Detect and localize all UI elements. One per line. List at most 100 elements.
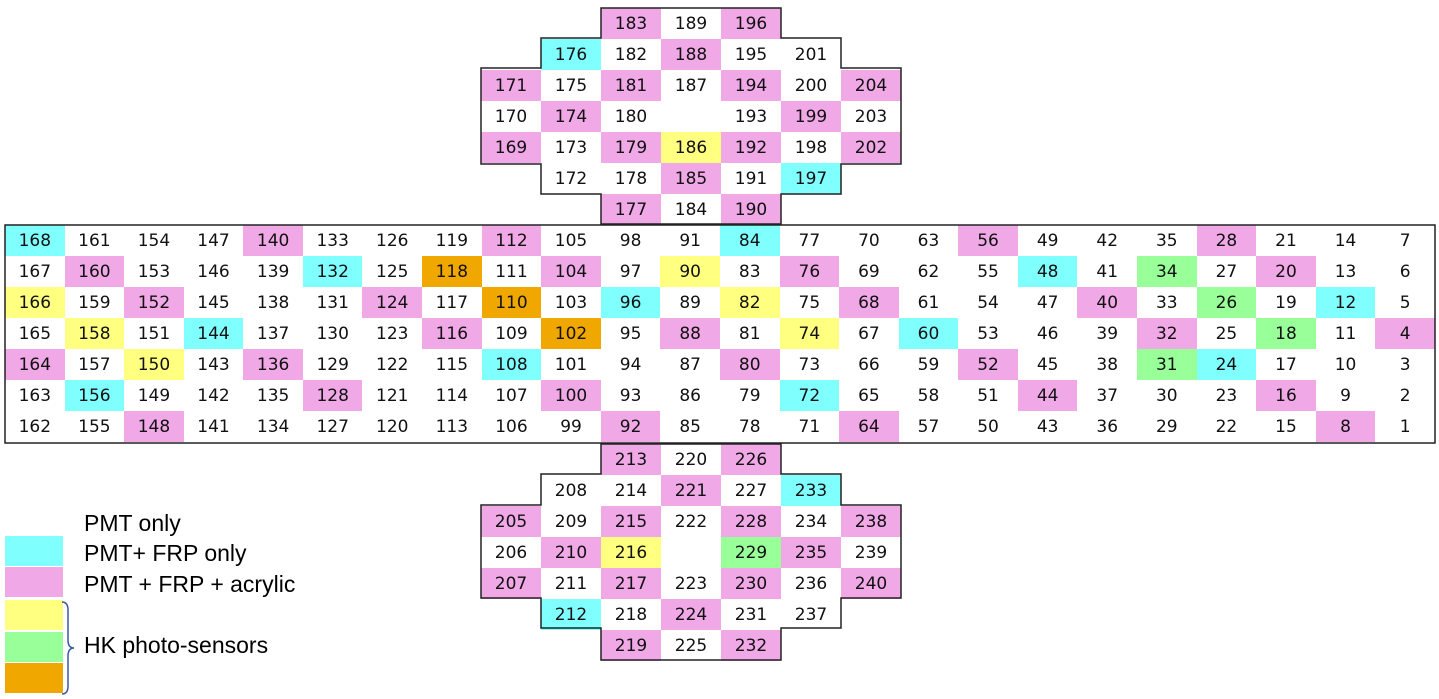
legend-swatch-pink (5, 567, 63, 597)
pmt-cell-225: 225 (661, 630, 721, 661)
pmt-cell-234: 234 (781, 506, 841, 537)
pmt-cell-237: 237 (781, 599, 841, 630)
pmt-cell-117: 117 (422, 287, 482, 318)
pmt-cell-153: 153 (124, 256, 184, 287)
pmt-cell-70: 70 (839, 225, 899, 256)
pmt-cell-143: 143 (183, 349, 244, 380)
pmt-cell-107: 107 (481, 380, 542, 411)
pmt-cell-173: 173 (541, 132, 601, 163)
pmt-cell-71: 71 (779, 411, 840, 442)
pmt-cell-92: 92 (600, 411, 661, 442)
pmt-cell-188: 188 (661, 39, 721, 70)
pmt-cell-57: 57 (898, 411, 959, 442)
pmt-cell-64: 64 (839, 411, 899, 442)
pmt-cell-53: 53 (958, 318, 1018, 349)
pmt-cell-111: 111 (481, 256, 542, 287)
pmt-cell-42: 42 (1077, 225, 1138, 256)
pmt-cell-75: 75 (779, 287, 840, 318)
pmt-cell-168: 168 (5, 225, 65, 256)
pmt-cell-4: 4 (1375, 318, 1435, 349)
pmt-cell-59: 59 (898, 349, 959, 380)
pmt-cell-133: 133 (302, 225, 363, 256)
pmt-cell-85: 85 (660, 411, 720, 442)
pmt-cell-122: 122 (362, 349, 423, 380)
pmt-cell-203: 203 (841, 101, 901, 132)
pmt-cell-83: 83 (719, 256, 780, 287)
pmt-cell-141: 141 (183, 411, 244, 442)
pmt-cell-30: 30 (1137, 380, 1197, 411)
pmt-cell-211: 211 (541, 568, 601, 599)
pmt-cell-209: 209 (541, 506, 601, 537)
pmt-cell-103: 103 (541, 287, 601, 318)
pmt-cell-157: 157 (64, 349, 125, 380)
pmt-cell-68: 68 (839, 287, 899, 318)
pmt-cell-163: 163 (5, 380, 65, 411)
pmt-cell-106: 106 (481, 411, 542, 442)
pmt-cell-193: 193 (721, 101, 781, 132)
pmt-cell-88: 88 (660, 318, 720, 349)
pmt-cell-35: 35 (1137, 225, 1197, 256)
pmt-cell-46: 46 (1017, 318, 1078, 349)
pmt-cell-184: 184 (661, 194, 721, 225)
pmt-cell-110: 110 (481, 287, 542, 318)
pmt-cell-26: 26 (1196, 287, 1257, 318)
pmt-cell-210: 210 (541, 537, 601, 568)
pmt-cell-3: 3 (1375, 349, 1435, 380)
pmt-cell-86: 86 (660, 380, 720, 411)
pmt-cell-17: 17 (1256, 349, 1316, 380)
pmt-cell-236: 236 (781, 568, 841, 599)
pmt-cell-38: 38 (1077, 349, 1138, 380)
pmt-cell-147: 147 (183, 225, 244, 256)
pmt-cell-224: 224 (661, 599, 721, 630)
pmt-cell-18: 18 (1256, 318, 1316, 349)
pmt-cell-25: 25 (1196, 318, 1257, 349)
pmt-cell-136: 136 (243, 349, 303, 380)
pmt-cell-150: 150 (124, 349, 184, 380)
pmt-cell-219: 219 (601, 630, 661, 661)
pmt-cell-176: 176 (541, 39, 601, 70)
pmt-cell-192: 192 (721, 132, 781, 163)
pmt-cell-95: 95 (600, 318, 661, 349)
pmt-cell-98: 98 (600, 225, 661, 256)
pmt-cell-101: 101 (541, 349, 601, 380)
legend-label-pmt-only: PMT only (84, 510, 181, 536)
pmt-cell-62: 62 (898, 256, 959, 287)
pmt-cell-166: 166 (5, 287, 65, 318)
pmt-cell-60: 60 (898, 318, 959, 349)
pmt-cell-215: 215 (601, 506, 661, 537)
pmt-cell-113: 113 (422, 411, 482, 442)
pmt-cell-128: 128 (302, 380, 363, 411)
pmt-cell-139: 139 (243, 256, 303, 287)
pmt-cell-74: 74 (779, 318, 840, 349)
legend-label-hk-photo-sensors: HK photo-sensors (84, 632, 269, 658)
pmt-cell-1: 1 (1375, 411, 1435, 442)
pmt-cell-5: 5 (1375, 287, 1435, 318)
pmt-cell-100: 100 (541, 380, 601, 411)
pmt-cell-190: 190 (721, 194, 781, 225)
pmt-cell-200: 200 (781, 70, 841, 101)
pmt-cell-197: 197 (781, 163, 841, 194)
pmt-cell-195: 195 (721, 39, 781, 70)
pmt-cell-196: 196 (721, 8, 781, 39)
pmt-cell-232: 232 (721, 630, 781, 661)
pmt-cell-156: 156 (64, 380, 125, 411)
pmt-cell-54: 54 (958, 287, 1018, 318)
pmt-cell-33: 33 (1137, 287, 1197, 318)
pmt-cell-131: 131 (302, 287, 363, 318)
pmt-cell-50: 50 (958, 411, 1018, 442)
pmt-cell-135: 135 (243, 380, 303, 411)
pmt-cell-152: 152 (124, 287, 184, 318)
pmt-cell-102: 102 (541, 318, 601, 349)
legend-swatch-cyan (5, 536, 63, 566)
pmt-cell-142: 142 (183, 380, 244, 411)
pmt-cell-175: 175 (541, 70, 601, 101)
pmt-cell-213: 213 (601, 444, 661, 475)
pmt-cell-154: 154 (124, 225, 184, 256)
pmt-cell-80: 80 (719, 349, 780, 380)
pmt-cell-159: 159 (64, 287, 125, 318)
pmt-cell-58: 58 (898, 380, 959, 411)
pmt-cell-212: 212 (541, 599, 601, 630)
pmt-cell-44: 44 (1017, 380, 1078, 411)
pmt-cell-138: 138 (243, 287, 303, 318)
pmt-cell-118: 118 (422, 256, 482, 287)
